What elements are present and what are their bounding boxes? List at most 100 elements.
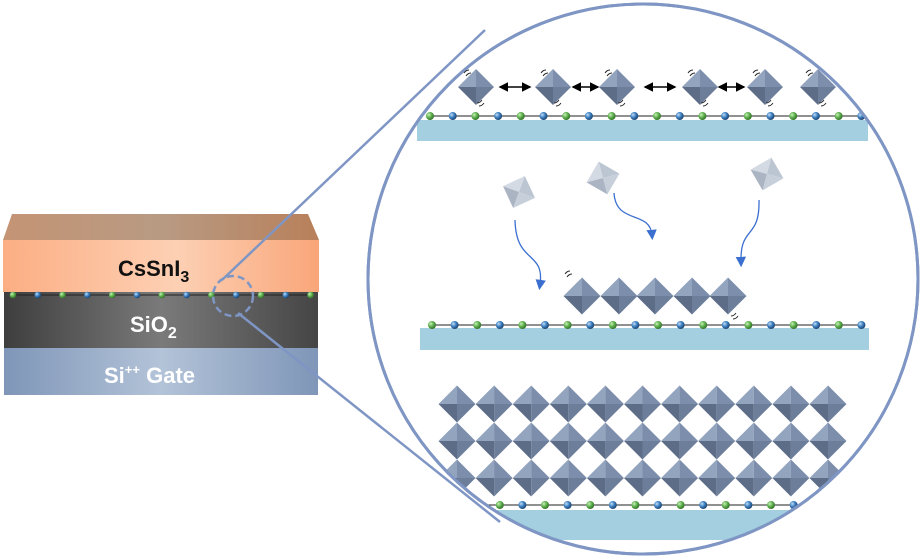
octahedron [747,69,783,105]
atom-blue [232,291,240,299]
cssni3-top-face [3,214,319,240]
octahedron [549,422,587,460]
octahedron [563,277,601,315]
atom-green [541,501,549,509]
atom-green [698,112,707,120]
atom-blue [767,321,775,329]
octahedron [586,422,624,460]
deposition-arrow-3 [735,199,760,268]
octahedron [661,422,699,460]
atom-green [471,112,480,120]
vibration-mark [752,69,759,74]
atom-green [608,321,617,329]
atom-green [744,321,753,329]
device-stack: CsSnI3 SiO2 Si++ Gate [3,214,319,395]
octahedron [535,69,571,105]
atom-green [789,112,798,120]
atom-blue [518,501,527,509]
atom-green [834,112,843,120]
atom-row-2 [428,321,866,329]
deposition-arrow-2 [613,192,657,241]
atom-blue [812,321,821,329]
atom-blue [675,112,684,120]
vibration-mark [754,72,761,77]
vibration-mark [687,69,694,74]
vibration-mark [702,102,709,107]
octahedron [809,422,847,460]
octahedron [698,422,736,460]
atom-blue [563,501,572,509]
octahedron [549,385,587,423]
octahedron [772,459,810,497]
octahedron [624,459,661,497]
atom-blue [495,321,504,329]
atom-green [563,321,572,329]
substrate-2 [420,328,869,350]
atom-blue [721,321,730,329]
zoom-line-top [221,29,486,281]
octahedron [673,277,711,315]
atom-green [257,291,265,299]
atom-green [631,501,640,509]
atom-green [495,501,504,509]
vibration-mark [818,99,825,104]
octahedron [661,385,699,423]
vibration-mark [478,102,485,107]
sio2-label: SiO2 [130,312,177,342]
atom-blue [766,112,775,120]
vibration-mark [566,273,573,278]
octahedron [475,385,513,423]
octahedron [549,459,587,497]
atom-green [59,291,66,299]
atom-green [767,501,775,509]
vibration-mark [767,102,774,107]
atom-green [428,321,436,329]
atom-blue [586,321,595,329]
atom-green [9,291,17,299]
octahedron [600,277,638,315]
vibration-mark [689,72,696,77]
vibration-mark [619,102,626,107]
atom-green [676,501,685,509]
panel-stage-1 [417,69,868,141]
atom-green [743,112,752,120]
atom-row-1 [426,112,866,120]
atom-blue [631,321,640,329]
octahedron [512,422,550,460]
deposition-arrow-1 [514,219,546,291]
vibration-mark [604,69,611,74]
octahedron [735,422,773,460]
vibration-mark [463,69,470,74]
octahedron [698,385,736,423]
octahedron [512,385,550,423]
octahedron [682,69,718,105]
substrate-1 [417,120,868,141]
atom-green [857,501,866,509]
perovskite-film-lattice [438,385,847,497]
vibration-mark [805,69,812,74]
atom-blue [834,501,843,509]
zoom-line-bottom [237,312,501,523]
atom-green [562,112,571,120]
atom-green [516,112,525,120]
atom-green [789,321,798,329]
octahedron [772,422,810,460]
vibration-mark [542,72,549,77]
octahedron [624,385,661,423]
octahedron [503,176,535,208]
octahedron [661,459,699,497]
si-gate-layer [4,348,318,395]
atom-blue [676,321,685,329]
atom-green [518,321,527,329]
atom-blue [448,112,457,120]
vibration-mark [820,102,827,107]
octahedron [586,161,620,195]
si-gate-label: Si++ Gate [104,362,195,388]
vibration-mark [465,72,472,77]
octahedron [475,422,513,460]
octahedron [698,459,736,497]
octahedron [624,422,661,460]
atom-green [108,291,116,299]
atom-blue [721,112,730,120]
